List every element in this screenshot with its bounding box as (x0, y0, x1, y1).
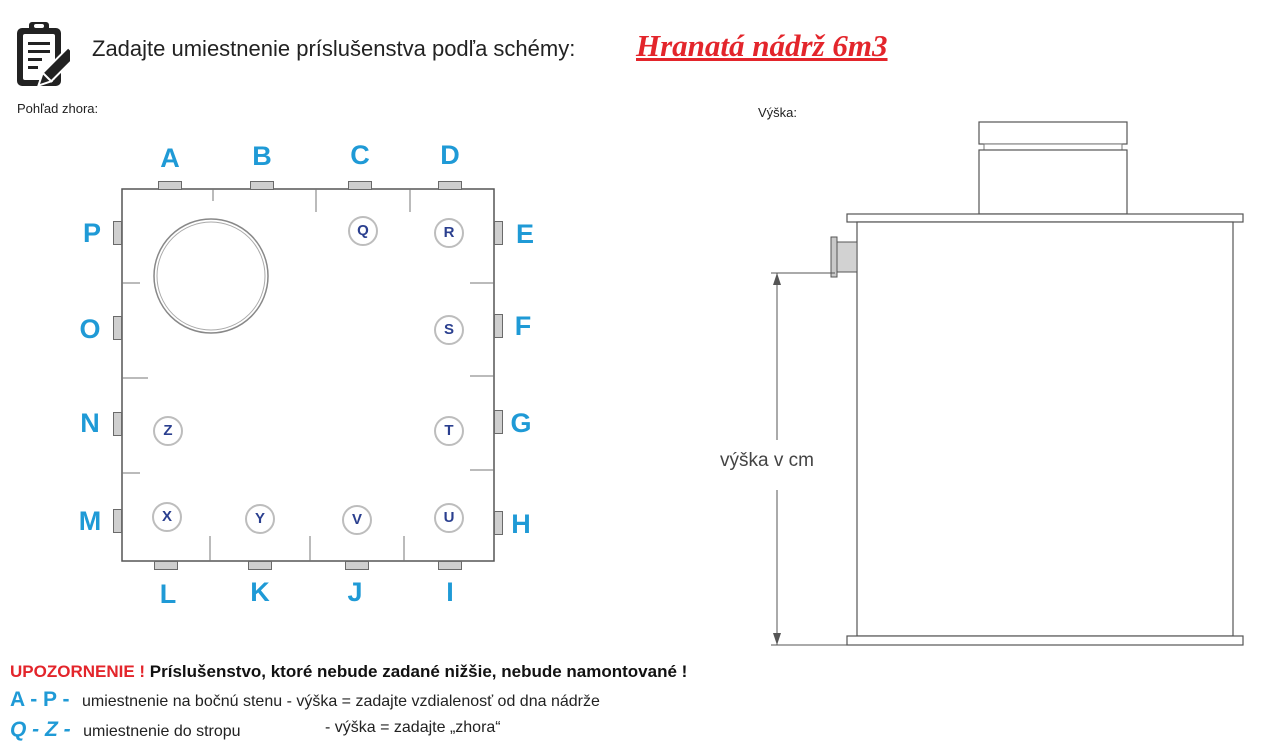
legend-height-roof: - výška = zadajte „zhora“ (325, 719, 501, 736)
side-letter-m: M (78, 506, 102, 536)
side-view-drawing (771, 121, 1244, 646)
side-letter-n: N (80, 408, 100, 438)
side-letter-f: F (514, 311, 532, 341)
side-letter-c: C (350, 140, 370, 170)
legend-placement-roof: umiestnenie do stropu (83, 723, 241, 740)
fitting-g (494, 410, 503, 434)
legend-row-roof: Q - Z - umiestnenie do stropu - výška = … (10, 718, 501, 742)
side-letter-d: D (440, 140, 460, 170)
dimension-label: výška v cm (720, 450, 814, 471)
notice: UPOZORNENIE ! Príslušenstvo, ktoré nebud… (10, 662, 687, 682)
side-letter-a: A (160, 143, 180, 173)
roof-position-x: X (152, 502, 182, 532)
fitting-h (494, 511, 503, 535)
clipboard-edit-icon (14, 18, 79, 94)
fitting-j (345, 561, 369, 570)
fitting-m (113, 509, 122, 533)
side-letter-o: O (79, 314, 101, 344)
manhole-circle (153, 218, 269, 334)
roof-position-y: Y (245, 504, 275, 534)
fitting-o (113, 316, 122, 340)
fitting-i (438, 561, 462, 570)
roof-position-s: S (434, 315, 464, 345)
side-letter-h: H (511, 509, 531, 539)
fitting-c (348, 181, 372, 190)
legend-key-side: A - P - (10, 688, 70, 711)
side-letter-b: B (252, 141, 272, 171)
notice-warning: UPOZORNENIE ! (10, 662, 146, 681)
legend-height-side: - výška = zadajte vzdialenosť od dna nád… (286, 693, 600, 710)
fitting-d (438, 181, 462, 190)
roof-position-v: V (342, 505, 372, 535)
side-letter-i: I (446, 577, 454, 607)
fitting-p (113, 221, 122, 245)
legend-placement-side: umiestnenie na bočnú stenu (81, 693, 283, 710)
roof-position-q: Q (348, 216, 378, 246)
top-view-label: Pohľad zhora: (17, 101, 99, 116)
side-view-label: Výška: (758, 105, 798, 120)
legend-key-roof: Q - Z - (10, 718, 71, 741)
legend-row-side: A - P - umiestnenie na bočnú stenu - výš… (10, 688, 600, 712)
side-letter-k: K (250, 577, 270, 607)
fitting-k (248, 561, 272, 570)
roof-position-r: R (434, 218, 464, 248)
side-letter-l: L (159, 579, 177, 609)
notice-text: Príslušenstvo, ktoré nebude zadané nižši… (149, 662, 688, 681)
fitting-n (113, 412, 122, 436)
side-letter-g: G (510, 408, 532, 438)
side-letter-j: J (347, 577, 363, 607)
roof-position-u: U (434, 503, 464, 533)
fitting-e (494, 221, 503, 245)
page-title: Zadajte umiestnenie príslušenstva podľa … (92, 36, 576, 61)
roof-position-t: T (434, 416, 464, 446)
fitting-b (250, 181, 274, 190)
top-view-drawing (121, 188, 495, 562)
fitting-a (158, 181, 182, 190)
side-letter-e: E (515, 219, 534, 249)
side-letter-p: P (82, 218, 101, 248)
tank-name: Hranatá nádrž 6m3 (636, 28, 888, 63)
fitting-f (494, 314, 503, 338)
fitting-l (154, 561, 178, 570)
roof-position-z: Z (153, 416, 183, 446)
